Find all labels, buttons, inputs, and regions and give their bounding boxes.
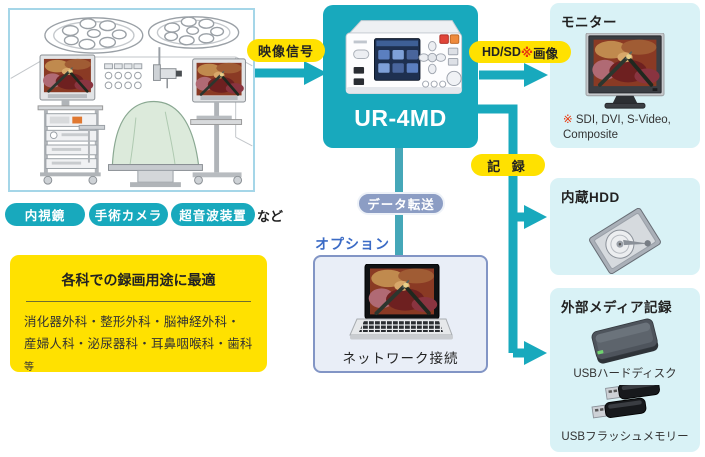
- suitability-divider: [26, 301, 251, 302]
- option-label: オプション: [315, 236, 390, 252]
- network-box: ネットワーク接続: [313, 255, 488, 373]
- source-pill-ultrasound: 超音波装置: [171, 203, 255, 226]
- monitor-note-asterisk: ※: [563, 114, 573, 126]
- usb-flash-image: [591, 384, 660, 419]
- internal-hdd-panel: 内蔵HDD: [550, 178, 700, 275]
- hdd-image: [589, 208, 661, 274]
- source-pill-endoscope: 内視鏡: [5, 203, 85, 226]
- hdsd-arrow: [479, 63, 548, 87]
- operating-room-panel: [8, 8, 255, 192]
- network-caption: ネットワーク接続: [342, 351, 459, 366]
- suitability-title: 各科での録画用途に最適: [61, 272, 216, 288]
- video-signal-arrow: [252, 61, 327, 85]
- record-trunk-line: [478, 104, 547, 365]
- laptop-image: [348, 264, 453, 340]
- monitor-note-line1: SDI, DVI, S-Video,: [575, 114, 671, 126]
- suitability-suffix: 等: [24, 361, 35, 373]
- monitor-note: ※ SDI, DVI, S-Video, Composite: [561, 113, 689, 143]
- usb-hdd-image: [591, 318, 659, 364]
- data-transfer-label: データ転送: [357, 192, 445, 215]
- recorder-box: UR-4MD: [323, 5, 478, 148]
- external-media-panel: 外部メディア記録 USBハードディスク: [550, 288, 700, 452]
- recorder-device-image: [345, 20, 462, 95]
- monitor-panel-title: モニター: [561, 15, 617, 30]
- operating-room-illustration: [10, 16, 253, 188]
- internal-hdd-title: 内蔵HDD: [561, 190, 620, 205]
- ceiling-camera-arm: [153, 47, 182, 89]
- suitability-line2-text: 産婦人科・泌尿器科・耳鼻咽喉科・歯科: [24, 336, 253, 351]
- suitability-box: 各科での録画用途に最適 消化器外科・整形外科・脳神経外科・ 産婦人科・泌尿器科・…: [10, 255, 267, 373]
- usb-flash-label: USBフラッシュメモリー: [561, 431, 689, 443]
- monitor-note-line2: Composite: [563, 128, 618, 141]
- monitor-panel: モニター ※ SDI, DVI, S-Video, Composite: [550, 3, 700, 148]
- wall-outlet-panel: [104, 63, 143, 90]
- hdsd-suffix: 画像: [533, 46, 559, 61]
- right-monitor-stand: [190, 58, 246, 185]
- suitability-line2: 産婦人科・泌尿器科・耳鼻咽喉科・歯科 等: [24, 334, 253, 378]
- source-pill-surgical-camera: 手術カメラ: [89, 203, 168, 226]
- video-signal-label: 映像信号: [247, 39, 325, 62]
- monitor-image: [585, 33, 665, 109]
- left-monitor-cart: [37, 54, 104, 185]
- operating-table-patient: [78, 100, 203, 188]
- hdsd-image-label: HD/SD※画像: [469, 41, 571, 63]
- suitability-line1: 消化器外科・整形外科・脳神経外科・: [24, 315, 240, 329]
- external-media-title: 外部メディア記録: [561, 300, 673, 315]
- hdsd-prefix: HD/SD: [481, 45, 521, 59]
- recorder-name: UR-4MD: [354, 105, 447, 131]
- surgical-light-right: [147, 16, 240, 49]
- hdsd-asterisk: ※: [520, 45, 534, 60]
- surgical-light-left: [44, 17, 144, 54]
- etc-label: など: [257, 209, 284, 224]
- record-label: 記 録: [471, 154, 545, 176]
- usb-hdd-label: USBハードディスク: [573, 367, 677, 380]
